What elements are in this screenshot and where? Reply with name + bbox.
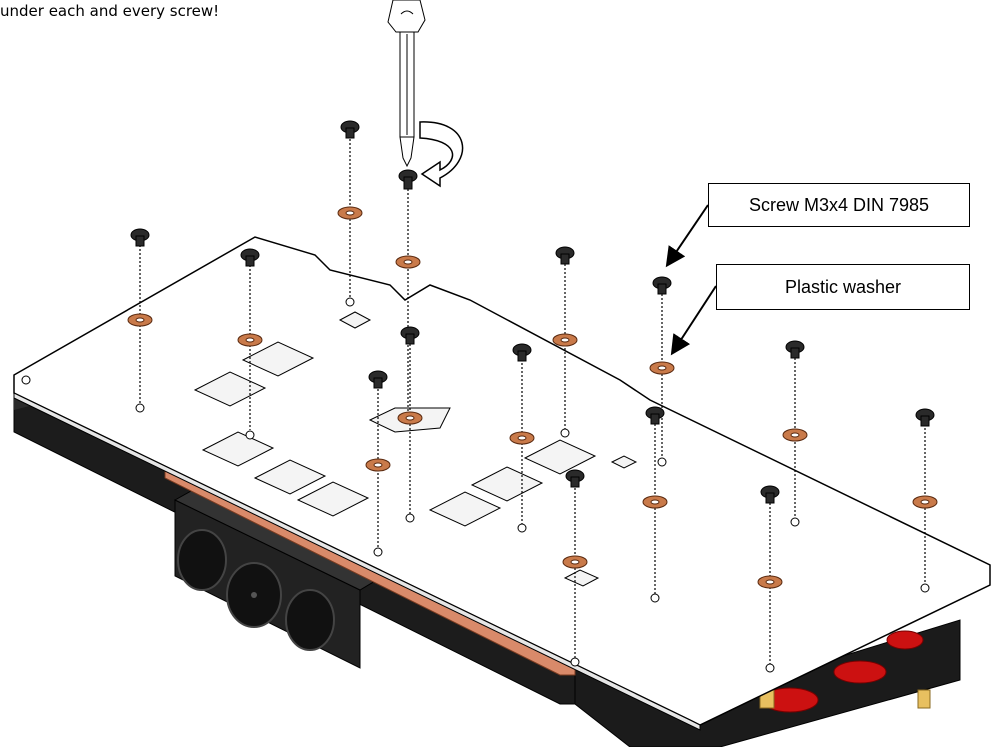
rotation-arrow-icon bbox=[419, 121, 464, 188]
fasteners bbox=[127, 120, 938, 673]
washer-leader-arrow bbox=[670, 285, 717, 356]
screw-label: Screw M3x4 DIN 7985 bbox=[708, 183, 970, 227]
instruction-caption: under each and every screw! bbox=[0, 2, 220, 20]
pcb-board bbox=[13, 236, 991, 731]
washer-label: Plastic washer bbox=[716, 264, 970, 310]
screwdriver-icon bbox=[387, 0, 426, 168]
screw-leader-arrow bbox=[665, 204, 709, 268]
